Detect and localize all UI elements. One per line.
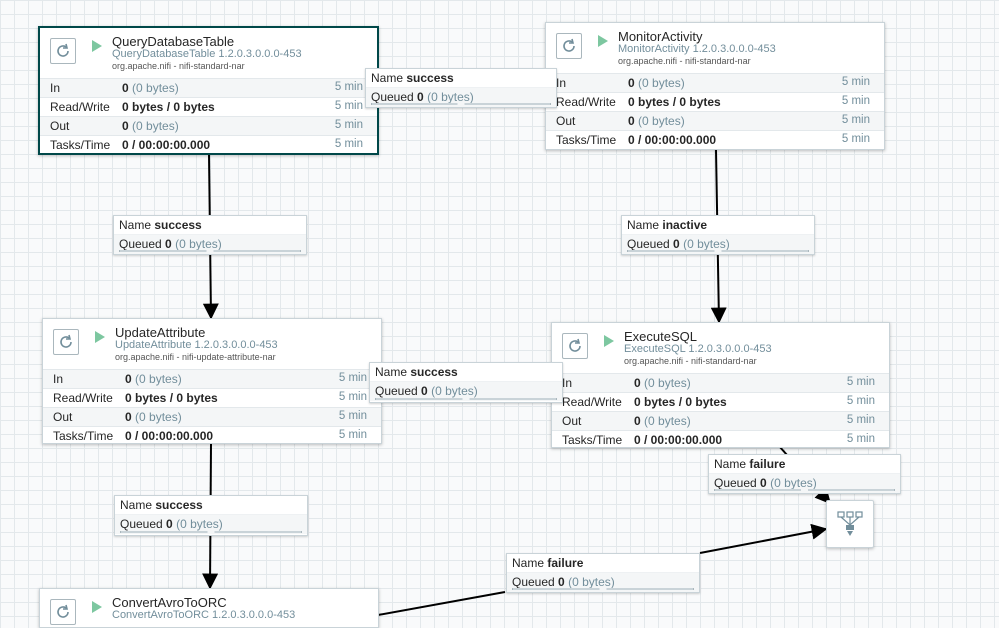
connection-line[interactable] <box>377 591 506 616</box>
connection-label[interactable]: Name failure Queued 0 (0 bytes) <box>506 553 700 593</box>
funnel[interactable] <box>826 500 874 548</box>
funnel-icon <box>837 511 863 536</box>
queue-bar <box>375 398 557 400</box>
run-status-icon[interactable] <box>95 331 105 343</box>
processor-type: ConvertAvroToORC 1.2.0.3.0.0.0-453 <box>112 609 296 621</box>
processor-name: MonitorActivity <box>618 29 703 44</box>
run-status-icon[interactable] <box>92 601 102 613</box>
processor-name: ExecuteSQL <box>624 329 697 344</box>
run-status-icon[interactable] <box>604 335 614 347</box>
queue-bar <box>120 531 302 533</box>
processor-type: QueryDatabaseTable 1.2.0.3.0.0.0-453 <box>112 48 302 60</box>
processor-bundle: org.apache.nifi - nifi-update-attribute-… <box>115 352 276 362</box>
connection-line[interactable] <box>699 523 828 554</box>
queue-bar <box>119 250 301 252</box>
processor-type: UpdateAttribute 1.2.0.3.0.0.0-453 <box>115 339 278 351</box>
queue-bar <box>371 103 551 105</box>
processor-bundle: org.apache.nifi - nifi-standard-nar <box>112 61 245 71</box>
processor-convertavrotoorc[interactable]: ConvertAvroToORC ConvertAvroToORC 1.2.0.… <box>39 588 379 628</box>
processor-executesql[interactable]: ExecuteSQL ExecuteSQL 1.2.0.3.0.0.0-453 … <box>551 322 890 448</box>
processor-monitoractivity[interactable]: MonitorActivity MonitorActivity 1.2.0.3.… <box>545 22 885 150</box>
processor-name: UpdateAttribute <box>115 325 206 340</box>
run-status-icon[interactable] <box>598 35 608 47</box>
processor-type: MonitorActivity 1.2.0.3.0.0.0-453 <box>618 43 776 55</box>
queue-bar <box>512 588 694 590</box>
processor-icon <box>556 33 582 59</box>
connection-label[interactable]: Name success Queued 0 (0 bytes) <box>113 215 307 255</box>
processor-icon <box>53 329 79 355</box>
connection-label[interactable]: Name inactive Queued 0 (0 bytes) <box>621 215 815 255</box>
connection-label[interactable]: Name success Queued 0 (0 bytes) <box>365 68 557 108</box>
queue-bar <box>714 489 895 491</box>
processor-icon <box>50 599 76 625</box>
processor-querydatabasetable[interactable]: QueryDatabaseTable QueryDatabaseTable 1.… <box>38 26 379 155</box>
connection-label[interactable]: Name failure Queued 0 (0 bytes) <box>708 454 901 494</box>
queue-bar <box>627 250 809 252</box>
processor-icon <box>50 38 76 64</box>
processor-icon <box>562 333 588 359</box>
processor-type: ExecuteSQL 1.2.0.3.0.0.0-453 <box>624 343 772 355</box>
processor-bundle: org.apache.nifi - nifi-standard-nar <box>618 56 751 66</box>
processor-name: ConvertAvroToORC <box>112 595 227 610</box>
processor-name: QueryDatabaseTable <box>112 34 235 49</box>
processor-updateattribute[interactable]: UpdateAttribute UpdateAttribute 1.2.0.3.… <box>42 318 382 444</box>
processor-bundle: org.apache.nifi - nifi-standard-nar <box>624 356 757 366</box>
connection-label[interactable]: Name success Queued 0 (0 bytes) <box>369 362 563 403</box>
connection-label[interactable]: Name success Queued 0 (0 bytes) <box>114 495 308 536</box>
run-status-icon[interactable] <box>92 40 102 52</box>
